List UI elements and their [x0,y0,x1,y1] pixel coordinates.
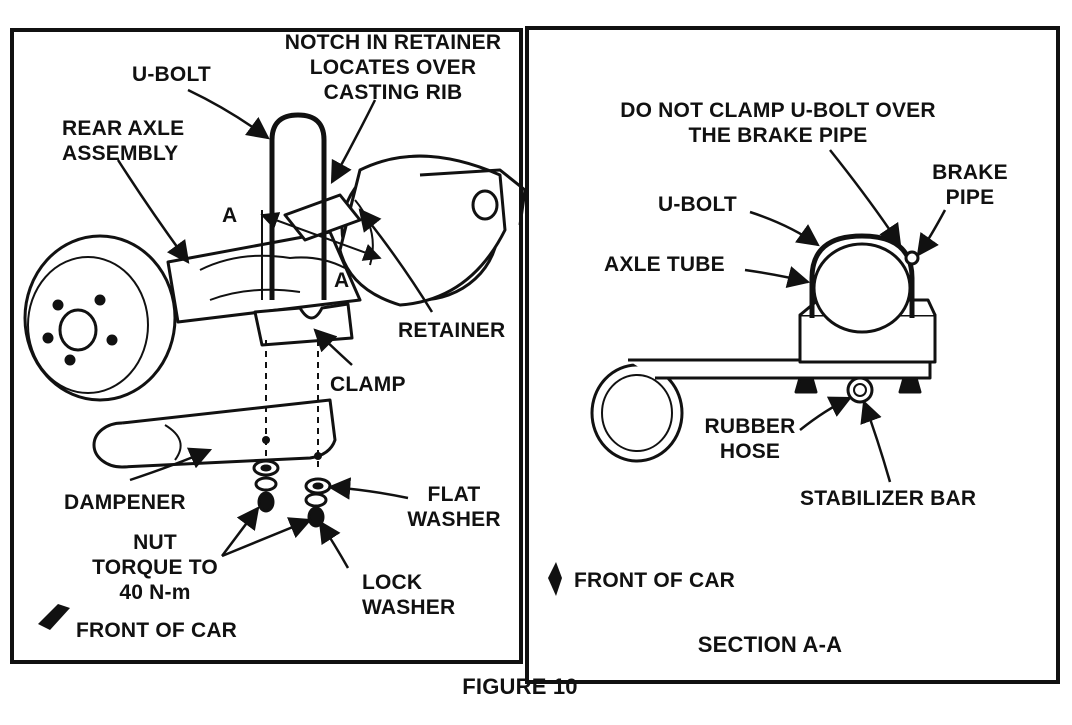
notch-label: NOTCH IN RETAINER LOCATES OVER CASTING R… [268,30,518,105]
lock-washer-label: LOCK WASHER [362,570,455,620]
u-bolt-label-right: U-BOLT [658,193,737,216]
dampener-label: DAMPENER [64,491,186,514]
nut-label-line-3: 40 N-m [119,581,191,604]
notch-label-line-3: CASTING RIB [323,81,463,104]
lock-washer-line-2: WASHER [362,596,456,619]
flat-washer-line-2: WASHER [407,508,501,531]
stabilizer-bar-label: STABILIZER BAR [800,487,977,510]
section-drawing [590,233,937,463]
bolt-ends [262,436,322,460]
rear-axle-drawing [23,112,527,469]
notch-label-line-2: LOCATES OVER [309,56,477,79]
retainer-label: RETAINER [398,319,506,342]
do-not-clamp-line-2: THE BRAKE PIPE [688,124,868,147]
section-cut-line [260,212,382,261]
section-title: SECTION A-A [697,632,843,657]
rubber-hose-line-2: HOSE [719,440,781,463]
left-panel-border [10,28,523,664]
rubber-hose-line-1: RUBBER [704,415,796,438]
section-mark-a-upper: A [222,204,238,227]
notch-label-line-1: NOTCH IN RETAINER [284,31,502,54]
front-of-car-arrow-left [38,604,70,630]
axle-tube-label: AXLE TUBE [604,253,725,276]
brake-pipe-line-2: PIPE [945,186,995,209]
nut-label-line-2: TORQUE TO [92,556,218,579]
washer-stack [252,459,332,528]
front-of-car-arrow-right [548,562,562,596]
brake-pipe-line-1: BRAKE [932,161,1008,184]
do-not-clamp-line-1: DO NOT CLAMP U-BOLT OVER [620,99,936,122]
rubber-hose-label: RUBBER HOSE [700,414,800,464]
lock-washer-line-1: LOCK [362,571,423,594]
brake-pipe-label: BRAKE PIPE [928,160,1012,210]
front-of-car-label-left: FRONT OF CAR [76,619,238,642]
figure-caption: FIGURE 10 [462,674,578,699]
rear-axle-label-line-1: REAR AXLE [62,117,185,140]
section-mark-a-lower: A [334,269,350,292]
right-panel-border [525,26,1060,684]
rear-axle-label-line-2: ASSEMBLY [62,142,179,165]
rear-axle-label: REAR AXLE ASSEMBLY [62,116,184,166]
u-bolt-label: U-BOLT [132,63,211,86]
front-of-car-label-right: FRONT OF CAR [574,569,736,592]
nut-label: NUT TORQUE TO 40 N-m [80,530,230,605]
clamp-label: CLAMP [330,373,406,396]
flat-washer-label: FLAT WASHER [398,482,510,532]
flat-washer-line-1: FLAT [427,483,481,506]
left-leaders [116,88,434,569]
do-not-clamp-label: DO NOT CLAMP U-BOLT OVER THE BRAKE PIPE [598,98,958,148]
nut-label-line-1: NUT [133,531,177,554]
right-leaders [744,149,947,483]
